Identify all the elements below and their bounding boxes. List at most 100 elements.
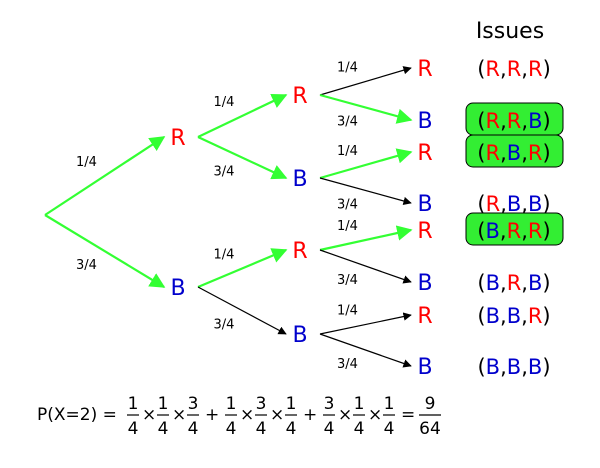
prob-label-n3BBR: 1/4 bbox=[337, 304, 358, 319]
formula-result: 964 bbox=[419, 394, 441, 439]
branch-n1R bbox=[44, 136, 166, 216]
formula-lhs: P(X=2) = bbox=[37, 405, 117, 425]
outcome-row: (R,R,R) bbox=[477, 57, 551, 81]
svg-text:3: 3 bbox=[324, 394, 335, 414]
branch-n2BB bbox=[197, 286, 287, 335]
svg-text:4: 4 bbox=[354, 419, 365, 439]
branch-n3BBB bbox=[319, 333, 412, 368]
tree-branches bbox=[44, 66, 413, 368]
branch-probabilities: 1/4 3/4 1/4 3/4 1/4 3/4 1/4 3/4 1/4 3/4 1/4 3/4 1/4 3… bbox=[76, 61, 358, 373]
outcome-highlight-box bbox=[465, 134, 564, 168]
prob-label-n2BR: 1/4 bbox=[214, 248, 235, 263]
prob-label-n2RB: 3/4 bbox=[214, 165, 235, 180]
prob-label-n3BRR: 1/4 bbox=[337, 219, 358, 234]
svg-text:1: 1 bbox=[384, 394, 395, 414]
node-n3RRR: R bbox=[417, 57, 432, 82]
node-n3BBB: B bbox=[417, 355, 432, 380]
probability-formula: P(X=2) =14×14×34+14×34×14+34×14×14=964 bbox=[37, 394, 441, 439]
svg-text:1: 1 bbox=[128, 394, 139, 414]
node-n1B: B bbox=[170, 276, 185, 301]
svg-text:3: 3 bbox=[256, 394, 267, 414]
branch-n2RR bbox=[197, 94, 288, 138]
outcome-row: (B,R,R) bbox=[465, 212, 564, 246]
svg-text:4: 4 bbox=[256, 419, 267, 439]
svg-text:4: 4 bbox=[324, 419, 335, 439]
prob-label-n2RR: 1/4 bbox=[214, 95, 235, 110]
plus-sign: + bbox=[205, 405, 219, 425]
outcome-text: (R,B,B) bbox=[477, 192, 550, 216]
outcome-row: (B,B,B) bbox=[477, 355, 550, 379]
branch-n3RBB bbox=[319, 177, 412, 206]
fraction: 34 bbox=[187, 394, 199, 439]
prob-label-n3RBB: 3/4 bbox=[337, 198, 358, 213]
prob-label-n1B: 3/4 bbox=[76, 258, 97, 273]
node-n3RRB: B bbox=[417, 109, 432, 134]
fraction: 14 bbox=[157, 394, 169, 439]
outcome-row: (R,B,B) bbox=[477, 192, 550, 216]
outcome-text: (B,B,B) bbox=[477, 355, 550, 379]
fraction: 34 bbox=[323, 394, 335, 439]
node-n3BRR: R bbox=[417, 219, 432, 244]
branch-n3RBR bbox=[319, 148, 413, 180]
fraction: 14 bbox=[285, 394, 297, 439]
outcome-text: (B,R,R) bbox=[477, 219, 550, 243]
svg-text:4: 4 bbox=[384, 419, 395, 439]
node-n3BRB: B bbox=[417, 271, 432, 296]
outcome-row: (R,R,B) bbox=[465, 102, 564, 136]
prob-label-n3BRB: 3/4 bbox=[337, 273, 358, 288]
fraction: 14 bbox=[383, 394, 395, 439]
svg-text:9: 9 bbox=[425, 394, 436, 414]
fraction: 14 bbox=[353, 394, 365, 439]
equals-sign: = bbox=[401, 405, 415, 425]
times-sign: × bbox=[270, 405, 284, 425]
svg-text:4: 4 bbox=[158, 419, 169, 439]
outcome-highlight-box bbox=[465, 212, 564, 246]
node-n2RB: B bbox=[292, 167, 307, 192]
prob-label-n3RRR: 1/4 bbox=[337, 61, 358, 76]
svg-text:4: 4 bbox=[286, 419, 297, 439]
outcomes-column: (R,R,R) (R,R,B) (R,B,R) (R,B,B) (B,R,R) (B,R,… bbox=[465, 57, 564, 379]
prob-label-n3RBR: 1/4 bbox=[337, 144, 358, 159]
prob-label-n3BBB: 3/4 bbox=[337, 357, 358, 372]
outcome-text: (B,R,B) bbox=[477, 271, 550, 295]
svg-text:3: 3 bbox=[188, 394, 199, 414]
outcome-row: (R,B,R) bbox=[465, 134, 564, 168]
branch-n3RRR bbox=[319, 66, 412, 96]
outcome-text: (R,R,R) bbox=[477, 57, 551, 81]
fraction: 14 bbox=[127, 394, 139, 439]
svg-text:4: 4 bbox=[128, 419, 139, 439]
times-sign: × bbox=[338, 405, 352, 425]
branch-n2BR bbox=[197, 248, 288, 289]
node-n2BB: B bbox=[292, 323, 307, 348]
svg-text:4: 4 bbox=[188, 419, 199, 439]
node-n3RBB: B bbox=[417, 192, 432, 217]
plus-sign: + bbox=[303, 405, 317, 425]
node-n1R: R bbox=[170, 126, 185, 151]
svg-text:1: 1 bbox=[226, 394, 237, 414]
outcome-text: (R,B,R) bbox=[477, 141, 550, 165]
times-sign: × bbox=[240, 405, 254, 425]
node-n3RBR: R bbox=[417, 141, 432, 166]
node-n2RR: R bbox=[292, 84, 307, 109]
fraction: 14 bbox=[225, 394, 237, 439]
node-n3BBR: R bbox=[417, 304, 432, 329]
outcome-row: (B,B,R) bbox=[477, 304, 550, 328]
prob-label-n2BB: 3/4 bbox=[214, 318, 235, 333]
times-sign: × bbox=[142, 405, 156, 425]
node-n2BR: R bbox=[292, 239, 307, 264]
branch-n3BRR bbox=[319, 225, 413, 252]
prob-label-n3RRB: 3/4 bbox=[337, 115, 358, 130]
branch-n3BBR bbox=[319, 312, 412, 335]
svg-text:1: 1 bbox=[286, 394, 297, 414]
times-sign: × bbox=[172, 405, 186, 425]
outcome-row: (B,R,B) bbox=[477, 271, 550, 295]
svg-text:1: 1 bbox=[354, 394, 365, 414]
branch-n1B bbox=[44, 214, 166, 288]
fraction: 34 bbox=[255, 394, 267, 439]
outcome-text: (R,R,B) bbox=[477, 109, 550, 133]
outcome-text: (B,B,R) bbox=[477, 304, 550, 328]
prob-label-n1R: 1/4 bbox=[76, 155, 97, 170]
svg-text:1: 1 bbox=[158, 394, 169, 414]
svg-text:4: 4 bbox=[226, 419, 237, 439]
